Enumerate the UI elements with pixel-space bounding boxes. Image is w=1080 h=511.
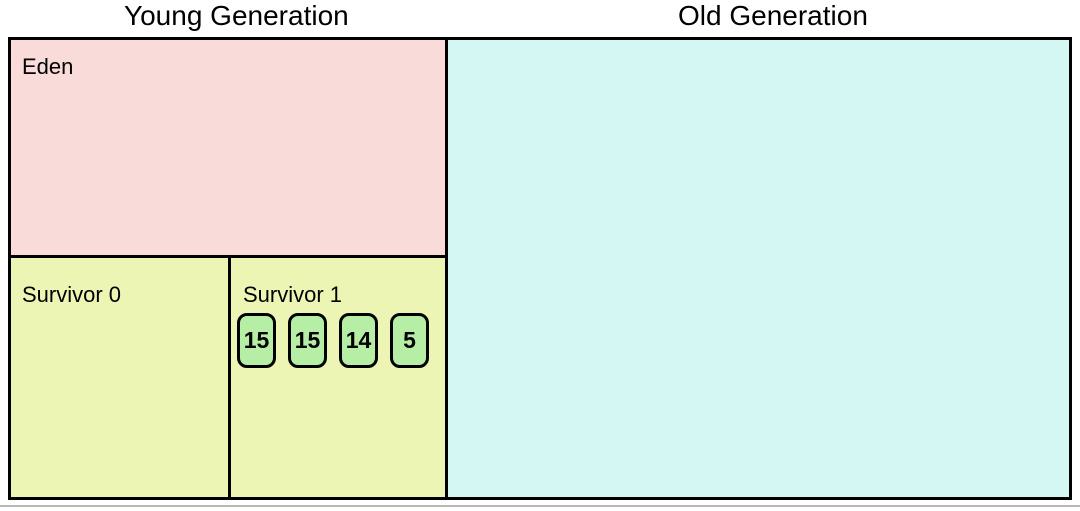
object-age-box: 5 xyxy=(390,313,429,368)
object-age-value: 5 xyxy=(403,327,416,353)
survivor-row: Survivor 0 Survivor 1 15 15 14 xyxy=(11,258,445,497)
object-age-box: 15 xyxy=(288,313,327,368)
survivor0-label: Survivor 0 xyxy=(22,282,122,307)
object-age-value: 15 xyxy=(294,327,321,353)
eden-label: Eden xyxy=(22,54,74,79)
object-row: 15 15 14 5 xyxy=(237,313,445,368)
survivor1-label: Survivor 1 xyxy=(243,282,343,307)
object-age-box: 15 xyxy=(237,313,276,368)
heap-box: Eden Survivor 0 Survivor 1 15 15 xyxy=(8,37,1072,500)
window-bottom-divider xyxy=(0,505,1080,507)
object-age-value: 15 xyxy=(243,327,270,353)
young-generation-title: Young Generation xyxy=(124,0,349,31)
survivor0-region: Survivor 0 xyxy=(11,258,231,497)
old-generation-title: Old Generation xyxy=(678,0,868,31)
old-generation-region xyxy=(448,40,1069,497)
survivor1-region: Survivor 1 15 15 14 5 xyxy=(231,258,445,497)
object-age-box: 14 xyxy=(339,313,378,368)
young-generation-region: Eden Survivor 0 Survivor 1 15 15 xyxy=(11,40,448,497)
object-age-value: 14 xyxy=(345,327,372,353)
eden-region: Eden xyxy=(11,40,445,258)
